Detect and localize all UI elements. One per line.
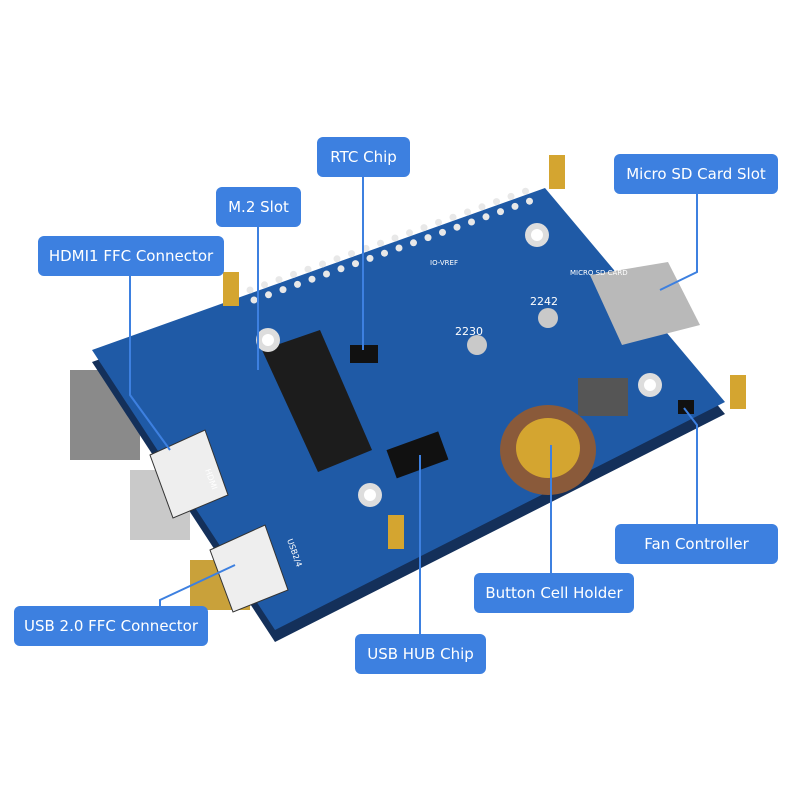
gpio-pin <box>464 208 471 216</box>
hole-2230-text: 2230 <box>455 325 483 338</box>
gpio-pin <box>381 249 388 257</box>
gpio-pin <box>304 265 312 273</box>
usb-hub-chip <box>386 431 449 479</box>
gpio-pin <box>482 213 490 221</box>
gpio-pin <box>468 218 475 226</box>
gpio-pin <box>294 280 301 288</box>
inductor <box>578 378 628 416</box>
leader-lines <box>129 177 698 634</box>
hole-2242-text: 2242 <box>530 295 558 308</box>
gpio-pin <box>261 281 268 289</box>
button-cell-label: Button Cell Holder <box>474 573 634 613</box>
cell-contact <box>516 418 580 478</box>
gpio-pin <box>348 250 355 258</box>
vref-silk-text: IO-VREF <box>430 259 458 267</box>
gpio-pin <box>420 224 428 232</box>
gpio-pin <box>511 202 519 210</box>
gpio-pin <box>526 197 533 205</box>
fan-controller-label: Fan Controller <box>615 524 778 564</box>
micro-sd-slot <box>590 262 700 345</box>
gpio-pin <box>362 244 370 252</box>
gpio-pin <box>478 203 486 211</box>
gpio-pin <box>410 239 417 247</box>
gpio-pin <box>522 187 529 195</box>
gpio-pin <box>333 255 341 263</box>
gpio-pin <box>435 218 442 226</box>
gpio-pin <box>453 223 461 231</box>
gpio-pin <box>250 296 258 304</box>
gpio-pin <box>377 239 384 247</box>
gpio-pin <box>497 208 504 216</box>
rtc-chip-label: RTC Chip <box>317 137 410 177</box>
gpio-pin <box>323 270 330 278</box>
gpio-pin <box>308 275 316 283</box>
gpio-pin <box>337 265 345 273</box>
m2-slot-label: M.2 Slot <box>216 187 301 227</box>
mounting-holes <box>223 155 746 549</box>
gpio-pin <box>246 286 254 294</box>
gpio-pin <box>493 198 500 206</box>
usb2-ffc-label: USB 2.0 FFC Connector <box>14 606 208 646</box>
gpio-pin <box>275 276 283 284</box>
gpio-pin <box>366 254 374 262</box>
rtc-chip <box>350 345 378 363</box>
m2-slot <box>262 330 372 472</box>
gpio-pin <box>406 229 413 237</box>
hdmi1-ffc-label: HDMI1 FFC Connector <box>38 236 224 276</box>
micro-sd-label: Micro SD Card Slot <box>614 154 778 194</box>
gpio-pin <box>449 213 457 221</box>
gpio-pin <box>319 260 326 268</box>
pcb <box>92 188 725 630</box>
hdmi-ffc-connector <box>149 429 229 519</box>
gpio-pin <box>391 234 399 242</box>
gpio-pin <box>279 286 287 294</box>
gpio-pin <box>395 244 403 252</box>
gpio-pin <box>265 291 272 299</box>
gpio-pin <box>290 270 297 278</box>
gpio-header <box>246 187 533 304</box>
usb-hub-label: USB HUB Chip <box>355 634 486 674</box>
sd-silk-text: MICRO SD CARD <box>570 269 628 277</box>
gpio-pin <box>352 260 359 268</box>
fan-controller-chip <box>678 400 694 414</box>
gpio-pin <box>507 192 515 200</box>
usb-ffc-connector <box>209 524 289 613</box>
gpio-pin <box>439 228 446 236</box>
gpio-pin <box>424 234 432 242</box>
